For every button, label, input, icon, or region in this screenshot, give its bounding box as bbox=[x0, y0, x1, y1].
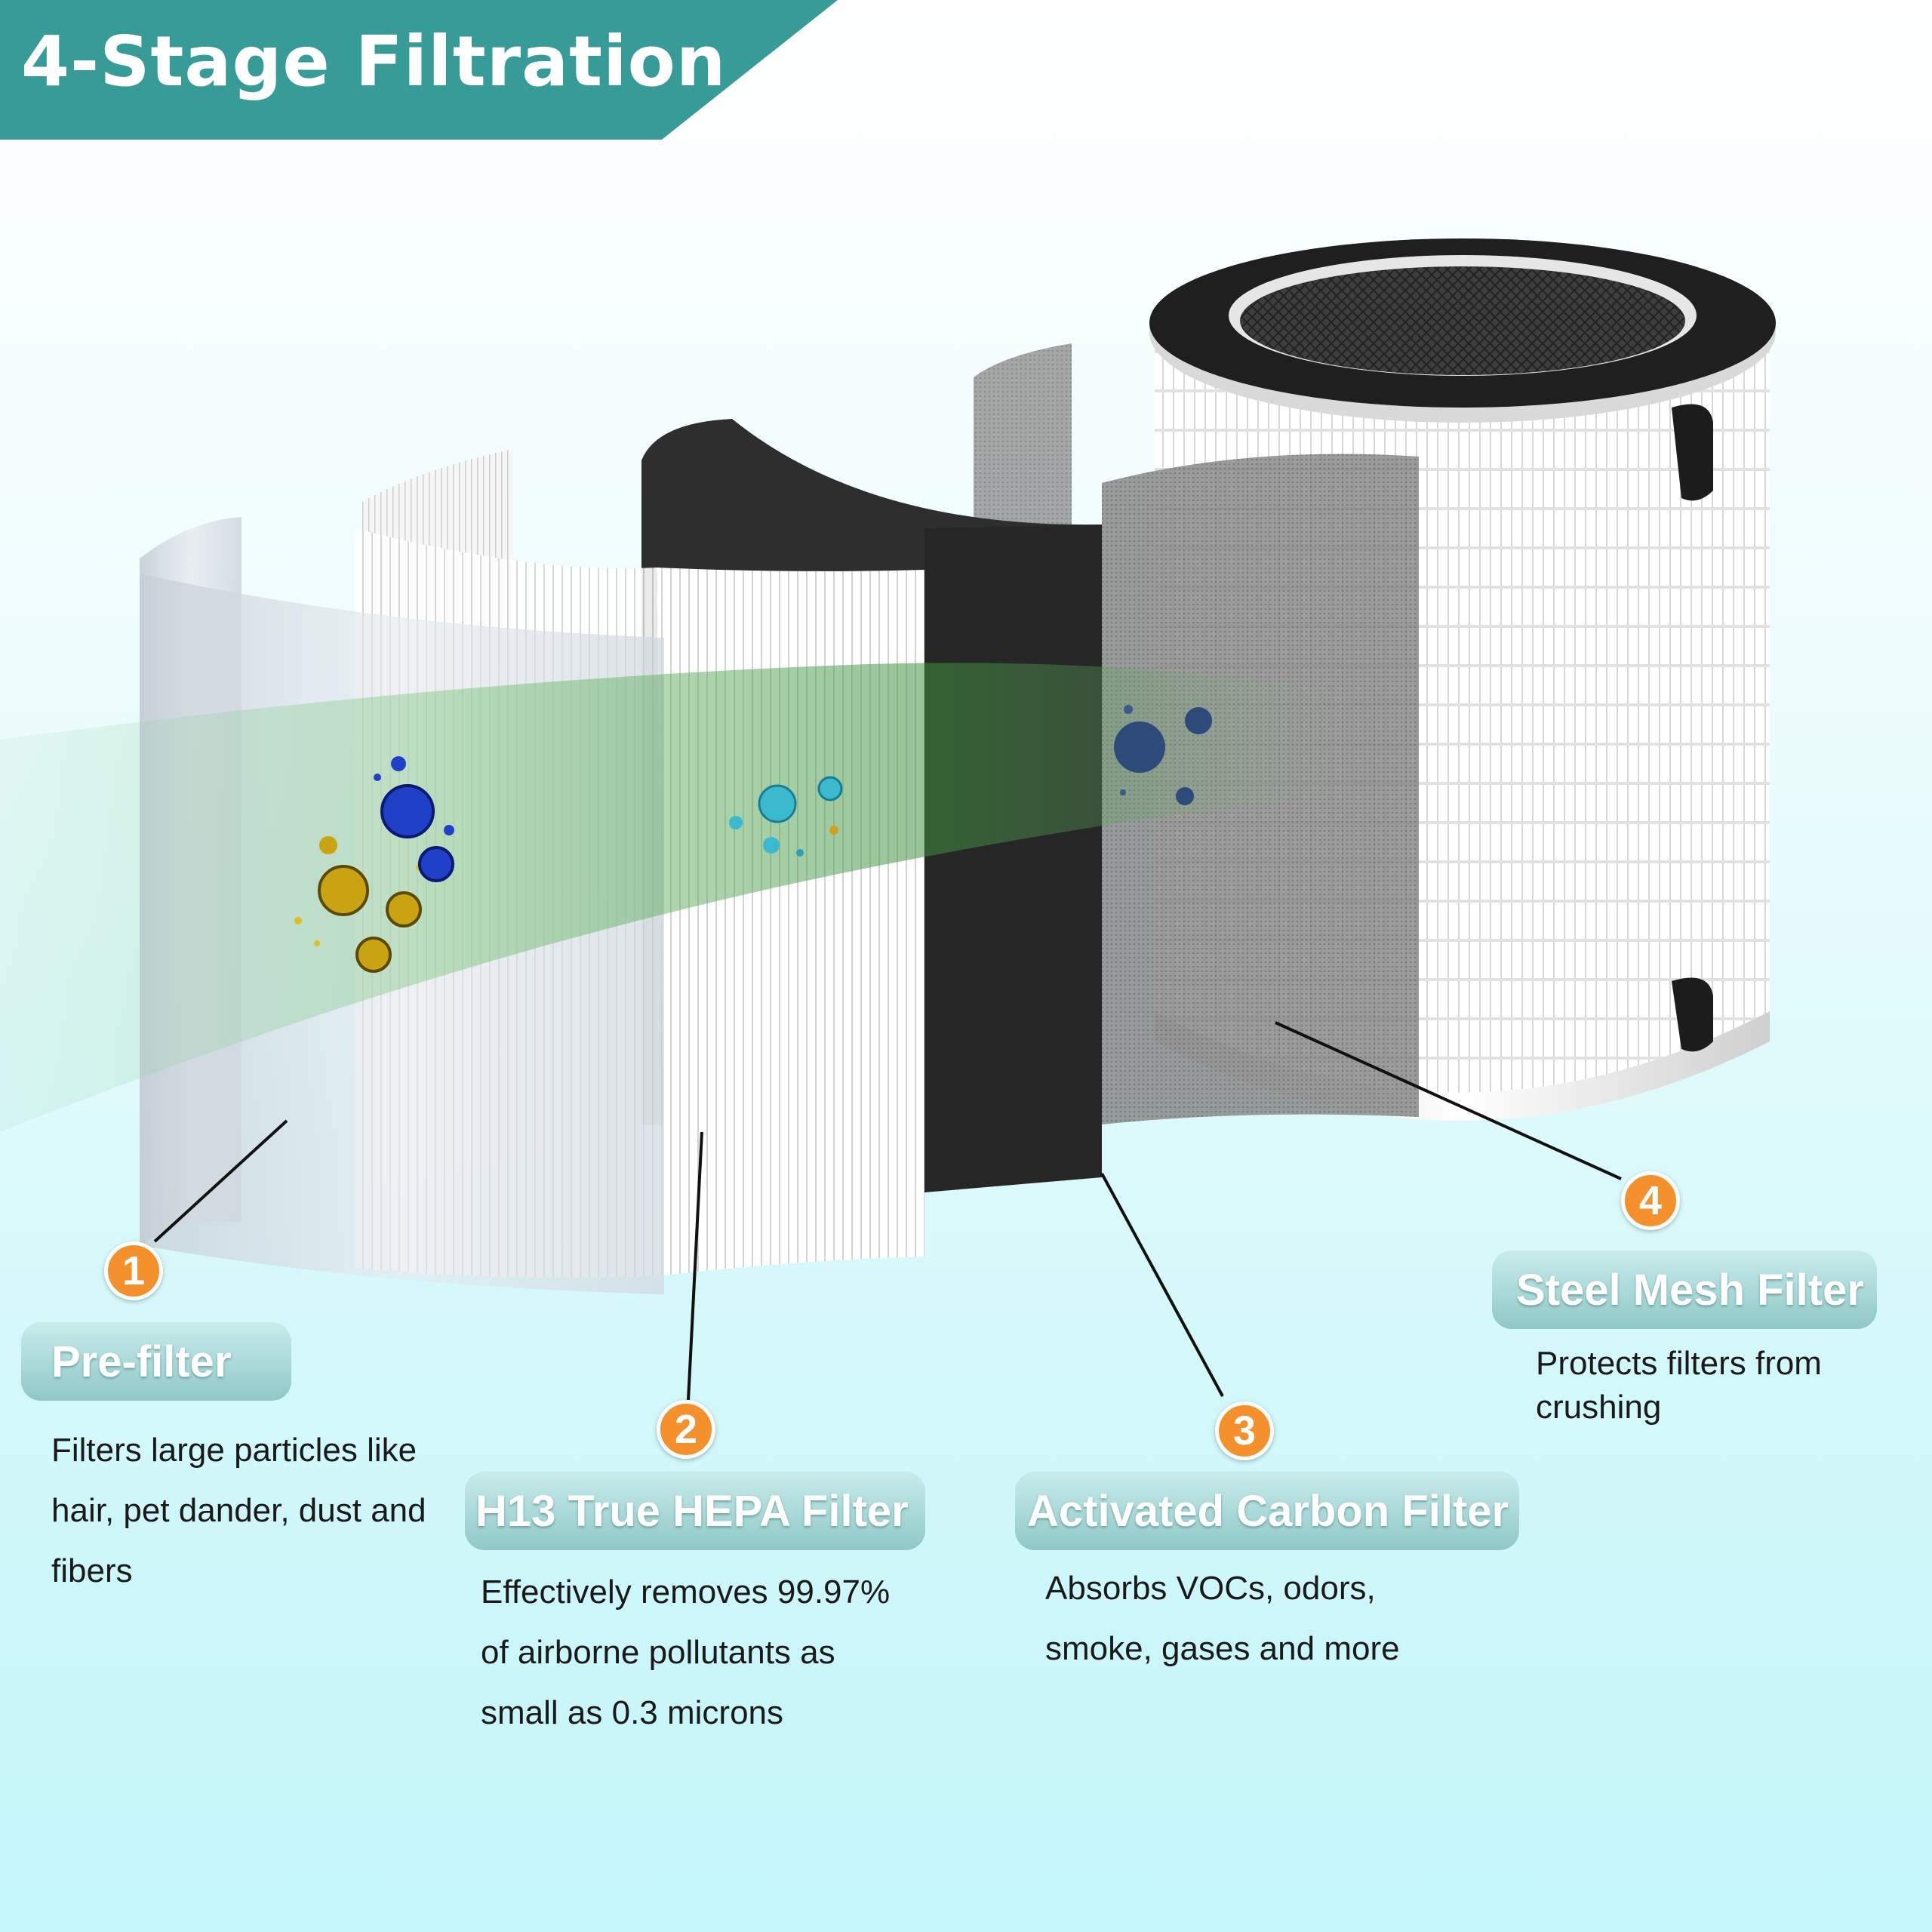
leader-line-4 bbox=[1275, 1021, 1622, 1180]
stage-3-description: Absorbs VOCs, odors, smoke, gases and mo… bbox=[1045, 1570, 1400, 1667]
airflow-stream bbox=[0, 663, 1358, 1132]
stage-1-title: Pre-filter bbox=[21, 1322, 291, 1401]
stage-2-badge: 2 bbox=[657, 1400, 715, 1459]
leader-line-2 bbox=[687, 1131, 703, 1401]
stage-4-title: Steel Mesh Filter bbox=[1492, 1251, 1877, 1329]
stage-1-description: Filters large particles like hair, pet d… bbox=[51, 1432, 426, 1589]
page-title: 4-Stage Filtration bbox=[21, 21, 727, 102]
stage-2-title: H13 True HEPA Filter bbox=[465, 1472, 925, 1550]
pollen-particles-icon bbox=[294, 836, 422, 973]
pull-tab-icon bbox=[1672, 404, 1713, 501]
bacteria-particles-icon bbox=[729, 776, 843, 857]
stage-3-title: Activated Carbon Filter bbox=[1015, 1472, 1519, 1550]
stage-1-badge: 1 bbox=[104, 1241, 163, 1300]
leader-line-1 bbox=[153, 1119, 288, 1243]
leader-line-3 bbox=[1100, 1173, 1224, 1397]
stage-4-badge: 4 bbox=[1621, 1171, 1680, 1230]
stage-3-badge: 3 bbox=[1215, 1401, 1274, 1460]
virus-particles-icon bbox=[374, 756, 454, 882]
smoke-particles-icon bbox=[1114, 705, 1212, 805]
stage-4-description: Protects filters from crushing bbox=[1536, 1345, 1822, 1426]
pull-tab-icon bbox=[1672, 977, 1713, 1052]
stage-2-description: Effectively removes 99.97% of airborne p… bbox=[481, 1574, 891, 1731]
